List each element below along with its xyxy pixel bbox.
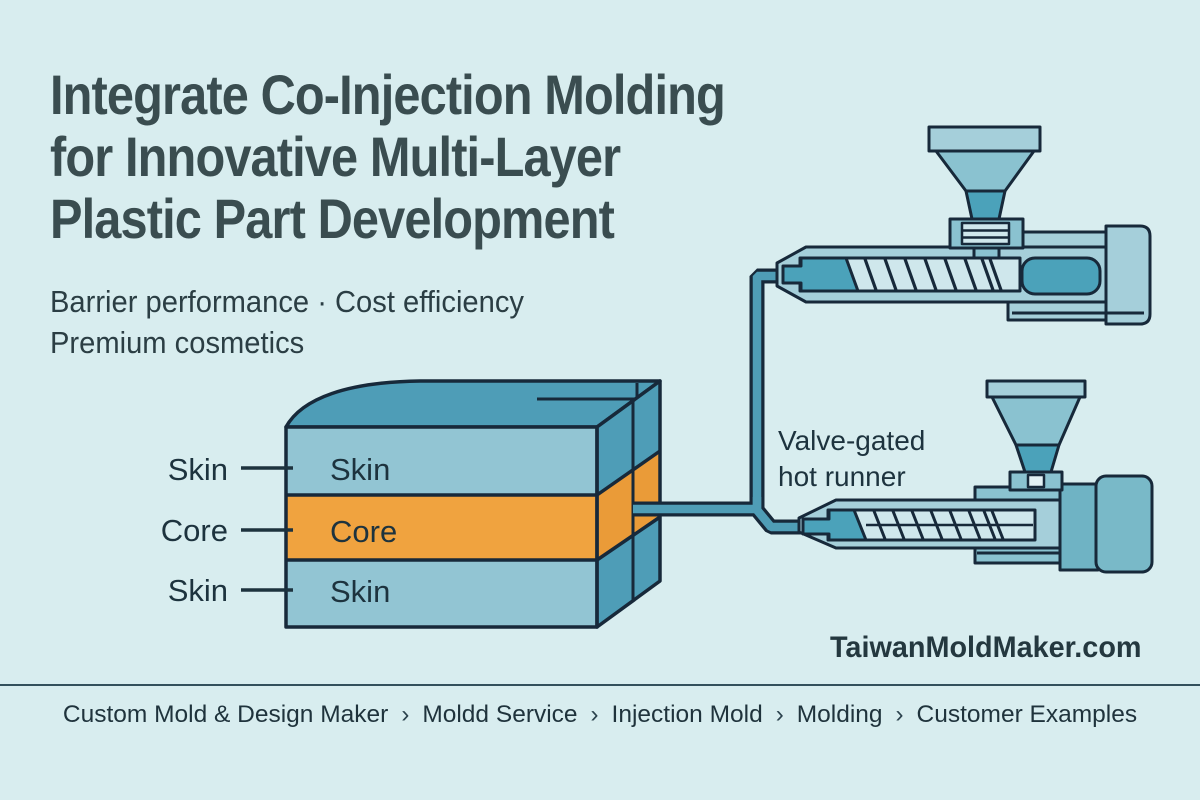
hopper-funnel-lower-bottom [1014, 443, 1061, 474]
injection-unit-top [775, 125, 1152, 326]
motor-cap-bottom [1094, 474, 1154, 574]
front-label-skin-top: Skin [330, 452, 390, 487]
subtitle-line-2: Premium cosmetics [50, 325, 305, 360]
nozzle-bottom [801, 508, 868, 542]
block-front-skin-bottom [286, 560, 597, 627]
block-side-band-line-2 [596, 515, 661, 562]
block-side-skin-top [597, 381, 660, 495]
injection-unit-bottom [797, 379, 1154, 574]
nozzle-top [781, 256, 860, 293]
breadcrumb-item-home[interactable]: Custom Mold & Design Maker [62, 701, 389, 728]
left-label-skin-bottom: Skin [168, 573, 228, 608]
annotation-line-1: Valve-gated [778, 425, 925, 456]
block-front-outline [284, 425, 599, 629]
footer-divider [0, 684, 1200, 686]
breadcrumb-separator-icon: › [590, 701, 599, 728]
left-label-skin-top: Skin [168, 452, 228, 487]
left-label-core: Core [161, 513, 228, 548]
screw-flights-bottom [866, 510, 1033, 540]
breadcrumb-separator-icon: › [401, 701, 410, 728]
collar-window-bottom [1026, 473, 1046, 489]
page-title: Integrate Co-Injection Molding for Innov… [50, 63, 726, 250]
title-line-3: Plastic Part Development [50, 187, 615, 250]
hopper-funnel-bottom [990, 395, 1082, 447]
breadcrumb-separator-icon: › [895, 701, 904, 728]
title-line-1: Integrate Co-Injection Molding [50, 63, 726, 126]
front-label-core: Core [330, 514, 397, 549]
block-front-skin-top [286, 427, 597, 495]
breadcrumb-separator-icon: › [775, 701, 784, 728]
hopper-rim-bottom [985, 379, 1087, 399]
block-side-skin-bottom [597, 517, 660, 627]
motor-core-top [1020, 256, 1102, 296]
layer-callouts: Skin Core Skin Skin Core Skin [161, 452, 397, 609]
block-front-core [286, 495, 597, 560]
multilayer-block [284, 379, 662, 629]
hopper-funnel-lower-top [964, 189, 1007, 221]
subtitle: Barrier performance · Cost efficiency Pr… [50, 281, 524, 363]
breadcrumb: Custom Mold & Design Maker › Moldd Servi… [0, 701, 1200, 729]
title-line-2: for Innovative Multi-Layer [50, 125, 621, 188]
block-top-face [284, 379, 662, 429]
hopper-funnel-top [934, 149, 1036, 193]
breadcrumb-item-mold-service[interactable]: Moldd Service [422, 701, 578, 728]
screw-flights-top [863, 258, 1003, 291]
collar-window-top [960, 221, 1011, 246]
block-side-core [597, 451, 660, 560]
pipe-to-top-unit [633, 271, 792, 514]
breadcrumb-item-molding[interactable]: Molding [796, 701, 883, 728]
watermark-url[interactable]: TaiwanMoldMaker.com [830, 631, 1142, 664]
subtitle-line-1: Barrier performance · Cost efficiency [50, 284, 524, 319]
hopper-rim-top [927, 125, 1042, 153]
front-label-skin-bottom: Skin [330, 574, 390, 609]
motor-block-bottom [1058, 482, 1100, 572]
breadcrumb-item-injection-mold[interactable]: Injection Mold [611, 701, 763, 728]
runner-pipes [633, 268, 816, 535]
block-side-band-line-1 [595, 449, 662, 497]
breadcrumb-item-customer-examples[interactable]: Customer Examples [916, 701, 1138, 728]
hot-runner-annotation: Valve-gated hot runner [778, 425, 925, 492]
annotation-line-2: hot runner [778, 461, 906, 492]
motor-cap-top [1104, 224, 1152, 326]
